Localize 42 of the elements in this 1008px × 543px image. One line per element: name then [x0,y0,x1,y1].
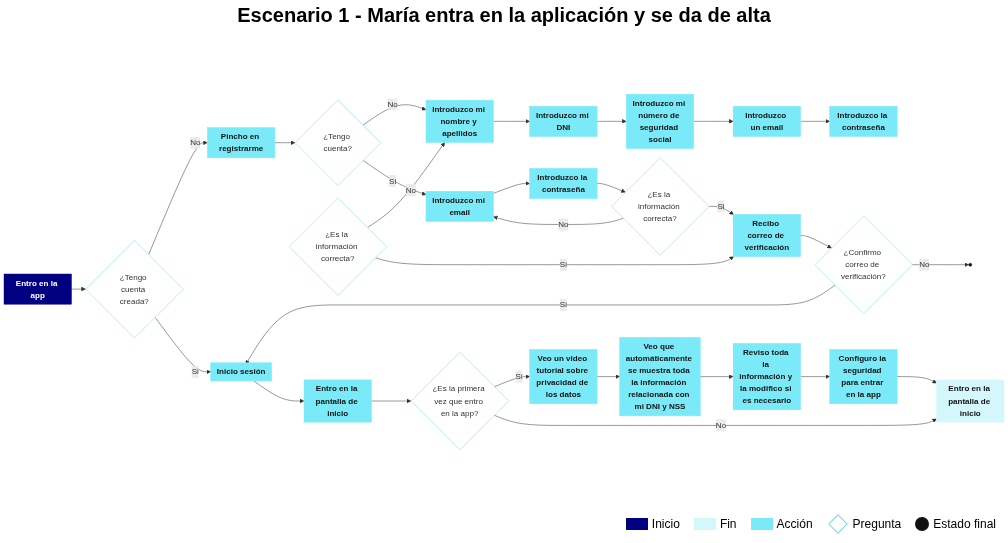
legend-label: Estado final [933,517,996,531]
node-box: Introduzco mi email [425,191,494,222]
edge-label: No [715,420,727,430]
node-box: Inicio sesión [210,362,272,382]
edge-label: Si [389,176,397,186]
node-box: Introduzco mi nombre y apellidos [425,100,494,143]
node-diamond: ¿Tengo cuenta? [295,99,381,186]
node-box: Introduzco la contraseña [829,106,898,137]
node-circle [968,262,973,267]
node-diamond: ¿Confirmo correo de verificación? [814,215,913,314]
edge-label: No [558,219,569,229]
node-diamond: ¿Es la primera vez que entro en la app? [410,352,509,451]
node-box: Introduzco un email [732,106,801,137]
node-box: Veo que automáticamente se muestra toda la información relacionada con mi DNI y NSS [619,337,701,417]
node-box: Introduzco mi número de seguridad social [626,93,694,149]
edge-label: Si [191,367,199,376]
node-box: Entro en la pantalla de inicio [936,379,1005,423]
edge-label: No [190,138,201,147]
legend-label: Pregunta [852,517,902,531]
edge-label: No [387,99,398,109]
legend-label: Fin [719,517,737,531]
node-box: Configuro la seguridad para entrar en la app [829,349,898,405]
node-diamond: ¿Tengo cuenta creada? [85,240,184,339]
node-box: Introduzco mi DNI [529,106,598,137]
edge-label: Si [717,201,725,211]
edge-label: Si [559,300,567,309]
edge-label: Si [515,372,523,381]
node-box: Introduzco la contraseña [529,168,598,199]
node-box: Entro en la app [3,273,72,305]
diagram-title: Escenario 1 - María entra en la aplicación y se da de alta [236,4,772,27]
edge-label: No [405,185,417,195]
node-diamond: ¿Es la información correcta? [611,157,710,256]
node-box: Recibo correo de verificación [732,214,801,257]
edge-label: No [919,260,930,269]
node-box: Pincho en registrarme [207,127,276,159]
node-box: Reviso toda la información y la modifico si es necesario [732,343,801,411]
node-diamond: ¿Es la información correcta? [288,197,387,296]
node-box: Entro en la pantalla de inicio [303,379,372,423]
edge-label: Si [559,260,567,269]
legend-label: Acción [776,517,813,531]
legend-label: Inicio [651,517,680,531]
node-box: Veo un video tutorial sobre privacidad de los datos [529,349,598,405]
